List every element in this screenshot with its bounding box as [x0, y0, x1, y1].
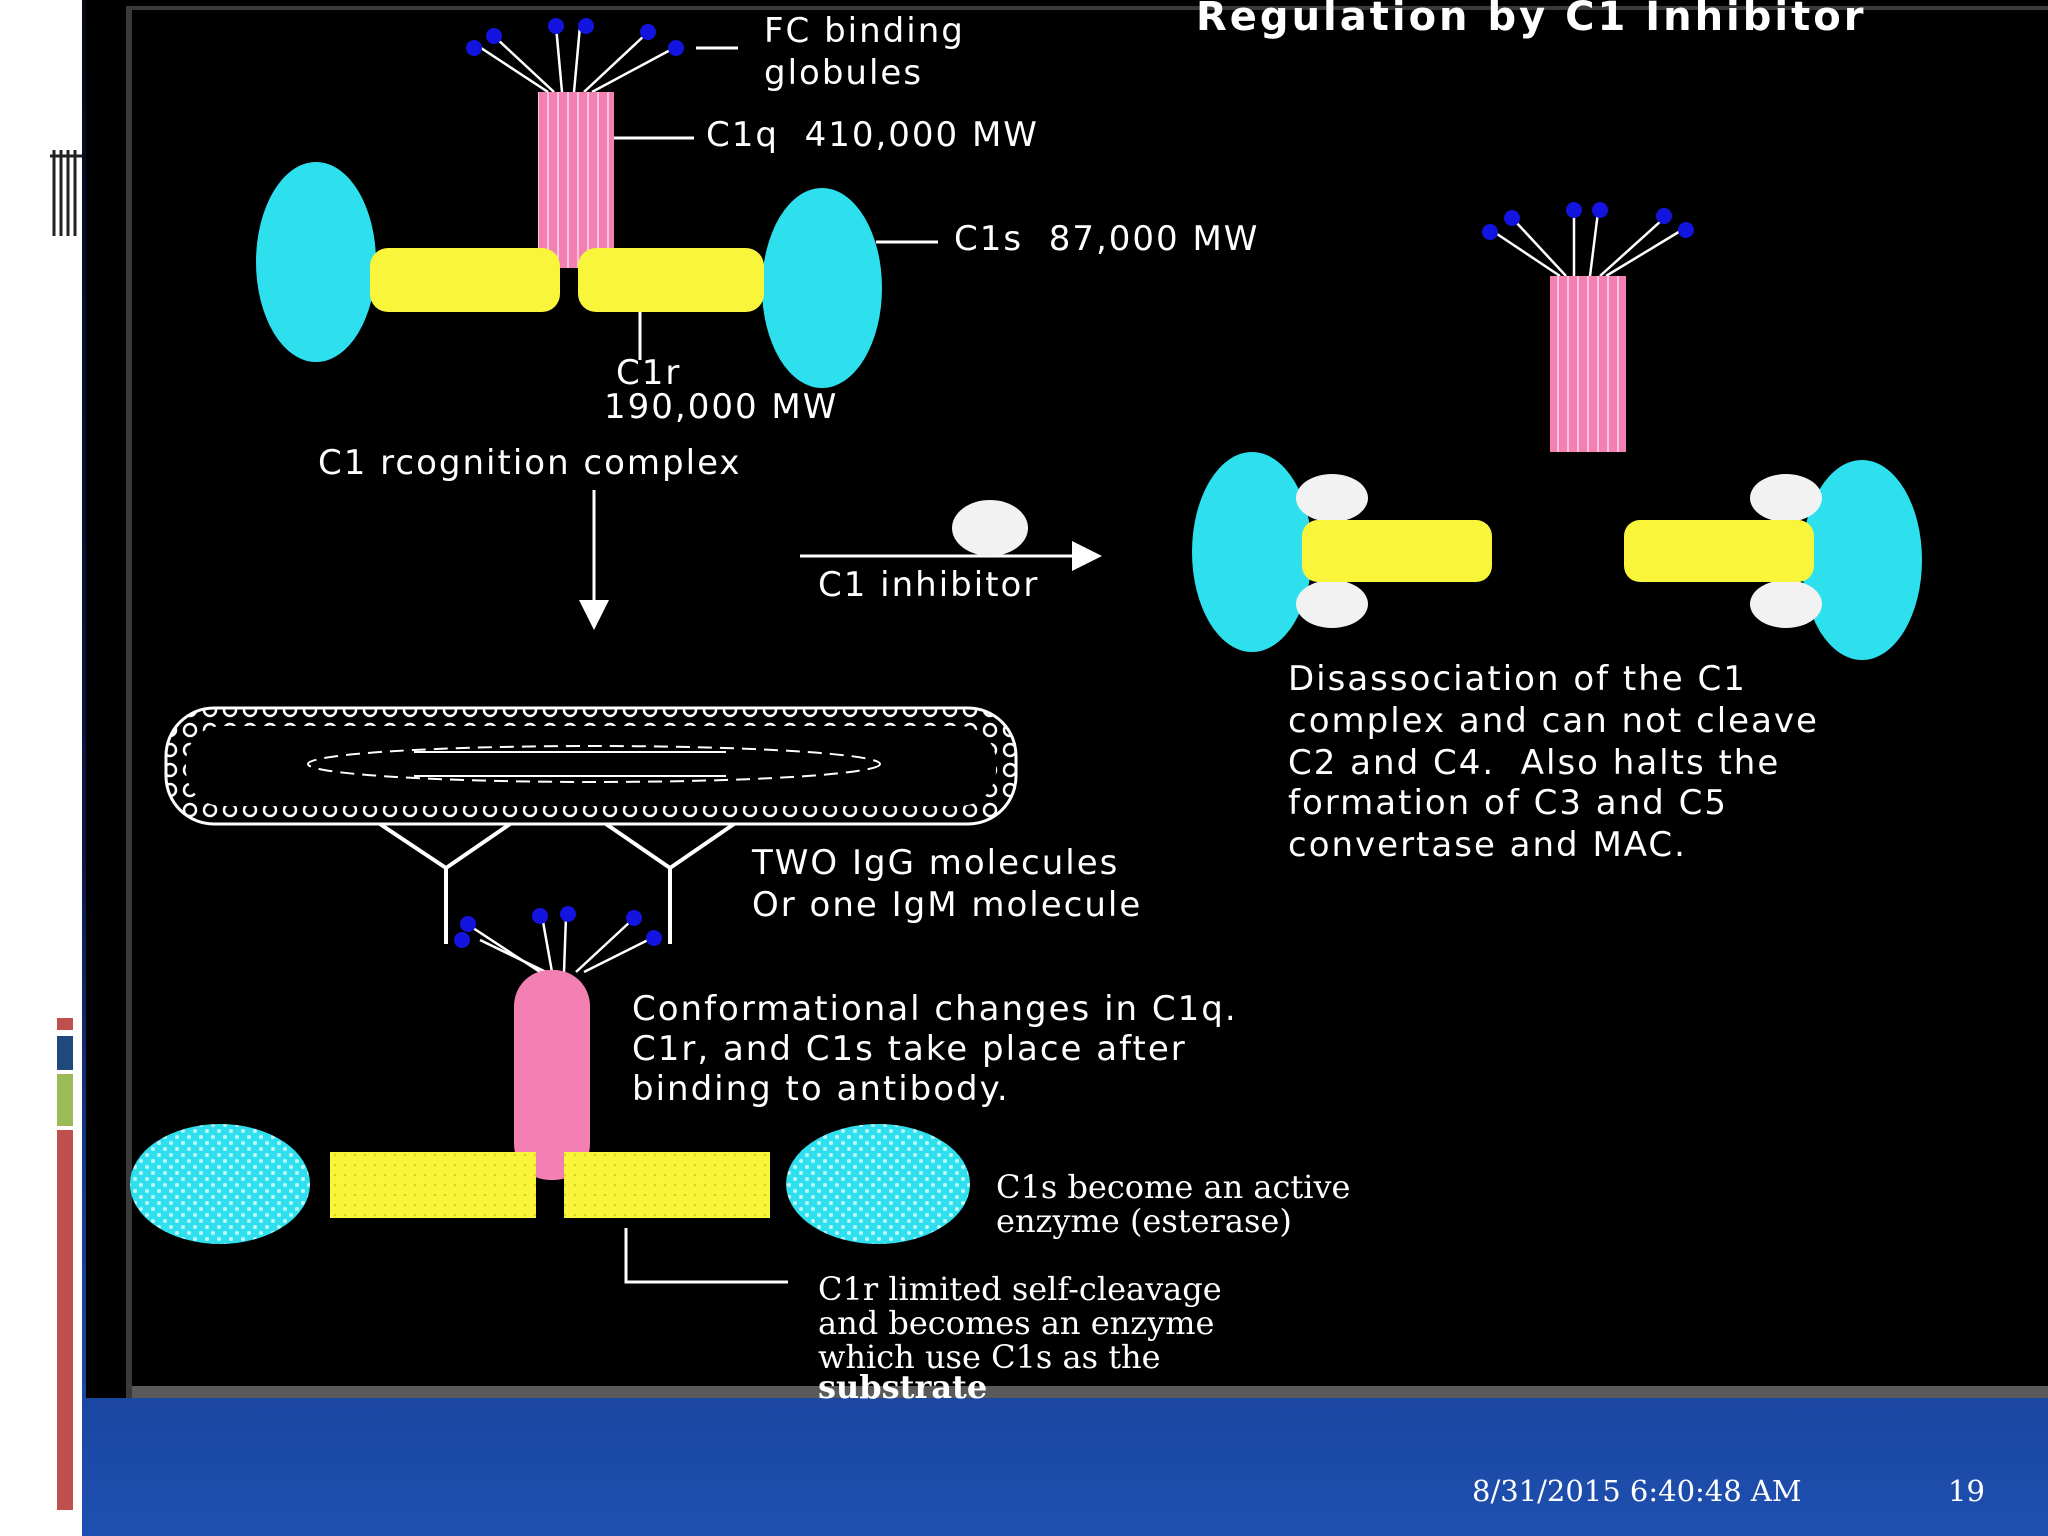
self-cleavage-line1: C1r limited self-cleavage: [818, 1270, 1222, 1308]
c1s-bound-left: [130, 1124, 310, 1244]
fc-binding-label-line1: FC binding: [764, 11, 965, 51]
igg-label-line2: Or one IgM molecule: [752, 885, 1142, 925]
c1q-stalk: [538, 92, 614, 268]
c1-inhibitor-molecule: [952, 500, 1028, 556]
self-cleavage-line2: and becomes an enzyme: [818, 1304, 1214, 1342]
globule-icon: [646, 930, 662, 946]
diagram-panel-top-edge: [126, 6, 2048, 10]
accent-bar-red-long: [57, 1130, 73, 1510]
c1q-label: C1q 410,000 MW: [706, 115, 1039, 155]
c1q-bound: [514, 970, 590, 1180]
globule-icon: [532, 908, 548, 924]
c1r-left: [370, 248, 560, 312]
disassociation-line1: Disassociation of the C1: [1288, 659, 1747, 699]
c1r-label-line2: 190,000 MW: [604, 387, 838, 427]
globule-icon: [1504, 210, 1520, 226]
conformational-line2: C1r, and C1s take place after: [632, 1029, 1187, 1069]
c1r-right: [578, 248, 764, 312]
globule-icon: [460, 916, 476, 932]
c1q-stalk-free: [1550, 276, 1626, 452]
c1s-right: [762, 188, 882, 388]
conformational-line3: binding to antibody.: [632, 1069, 1010, 1109]
globule-icon: [1482, 224, 1498, 240]
globule-icon: [578, 18, 594, 34]
c1s-left: [256, 162, 376, 362]
self-cleavage-line4: substrate: [818, 1368, 987, 1406]
globule-icon: [1678, 222, 1694, 238]
globule-icon: [1566, 202, 1582, 218]
disassociation-line4: formation of C3 and C5: [1288, 783, 1728, 823]
c1-recognition-label: C1 rcognition complex: [318, 443, 742, 483]
igg-label-line1: TWO IgG molecules: [751, 843, 1119, 883]
diagram-panel-left-edge: [126, 8, 132, 1398]
globule-icon: [548, 18, 564, 34]
disassociation-line2: complex and can not cleave: [1288, 701, 1819, 741]
globule-icon: [466, 40, 482, 56]
c1-inhibitor-label: C1 inhibitor: [818, 565, 1039, 605]
page-number: 19: [1948, 1474, 1985, 1508]
c1r-bound-right: [564, 1152, 770, 1218]
c1-complex-bound: [130, 906, 970, 1284]
active-enzyme-line2: enzyme (esterase): [996, 1202, 1292, 1240]
fc-binding-globules-top: [477, 25, 675, 94]
accent-bar-blue: [57, 1036, 73, 1070]
self-cleavage-line3: which use C1s as the: [818, 1338, 1161, 1376]
globule-icon: [668, 40, 684, 56]
globule-icon: [486, 28, 502, 44]
accent-bar-green: [57, 1074, 73, 1126]
globule-icon: [1592, 202, 1608, 218]
c1r-free-left: [1302, 520, 1492, 582]
globule-icon: [1656, 208, 1672, 224]
dissociated-complex: [1192, 202, 1922, 660]
globule-icon: [454, 932, 470, 948]
c1-complex-top: [256, 18, 938, 388]
c1s-free-right: [1802, 460, 1922, 660]
c1s-free-left: [1192, 452, 1312, 652]
c1r-label-line1: C1r: [616, 353, 681, 393]
active-enzyme-line1: C1s become an active: [996, 1168, 1350, 1206]
disassociation-line3: C2 and C4. Also halts the: [1288, 743, 1780, 783]
disassociation-line5: convertase and MAC.: [1288, 825, 1687, 865]
accent-bar-red-top: [57, 1018, 73, 1030]
c1r-free-right: [1624, 520, 1814, 582]
c1s-bound-right: [786, 1124, 970, 1244]
globule-icon: [560, 906, 576, 922]
c1s-label: C1s 87,000 MW: [954, 219, 1259, 259]
footer-date: 8/31/2015 6:40:48 AM: [1472, 1474, 1802, 1508]
fc-binding-label-line2: globules: [764, 53, 923, 93]
slide-title: Regulation by C1 Inhibitor: [1196, 0, 1866, 40]
globule-icon: [626, 910, 642, 926]
igg-antibodies: [378, 822, 736, 944]
diagram-panel-bottom-edge: [128, 1386, 2048, 1398]
globule-icon: [640, 24, 656, 40]
antigen-surface: [164, 706, 1018, 826]
slide-corner-lines-icon: [50, 150, 82, 236]
c1r-bound-left: [330, 1152, 536, 1218]
conformational-line1: Conformational changes in C1q.: [632, 989, 1238, 1029]
